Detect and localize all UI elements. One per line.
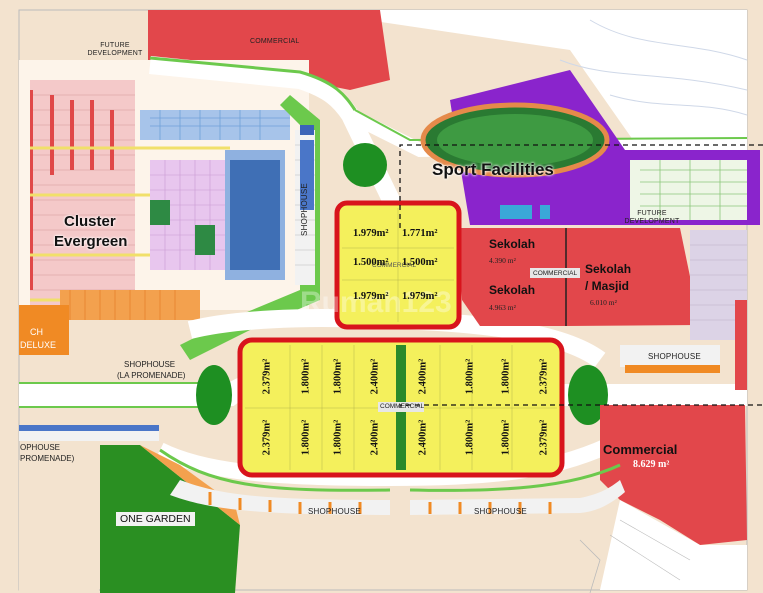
- green-island-left: [196, 365, 232, 425]
- plot-label: 1.979m²: [402, 291, 438, 302]
- shophouse-left-label: OPHOUSE: [20, 443, 61, 452]
- plot-label: 1.800m²: [332, 358, 344, 395]
- sport-facilities-label: Sport Facilities: [432, 160, 554, 179]
- plot-label: 2.400m²: [369, 419, 381, 456]
- commercial-upper-label: COMMERCIAL: [372, 262, 417, 269]
- cluster-label: Cluster: [64, 213, 116, 230]
- deluxe-label: DELUXE: [20, 340, 57, 350]
- la-promenade-label: (LA PROMENADE): [117, 371, 186, 380]
- plot-label: 1.800m²: [464, 358, 476, 395]
- watermark: Rumah123: [300, 286, 452, 319]
- ch-label: CH: [30, 327, 43, 337]
- commercial-big-zone: [600, 405, 747, 545]
- plot-label: 1.500m²: [353, 257, 389, 268]
- plot-label: 1.800m²: [300, 419, 312, 456]
- plot-label: 1.979m²: [353, 228, 389, 239]
- shophouse-bottom-label-2: SHOPHOUSE: [474, 507, 527, 516]
- cluster-name-label: Evergreen: [54, 233, 128, 250]
- sekolah-3-area: 6.010 m²: [590, 298, 617, 307]
- shophouse-bottom-label-1: SHOPHOUSE: [308, 507, 361, 516]
- cluster-evergreen-lots: [30, 80, 290, 320]
- plot-label: 1.800m²: [464, 419, 476, 456]
- sekolah-1-label: Sekolah: [489, 237, 536, 251]
- plot-label: 1.800m²: [300, 358, 312, 395]
- shophouse-promenade-label: SHOPHOUSE: [124, 360, 176, 369]
- plot-label: 2.400m²: [417, 358, 429, 395]
- sekolah-2-label: Sekolah: [489, 283, 536, 297]
- plot-label: 2.379m²: [538, 419, 550, 456]
- commercial-big-area: 8.629 m²: [633, 459, 670, 470]
- plot-label: 2.400m²: [417, 419, 429, 456]
- plot-label: 1.979m²: [353, 291, 389, 302]
- plot-label: 1.771m²: [402, 228, 438, 239]
- commercial-big-label: Commercial: [603, 442, 678, 457]
- promenade-left-label: PROMENADE): [20, 454, 75, 463]
- commercial-center-label: COMMERCIAL: [380, 403, 425, 410]
- one-garden-label: ONE GARDEN: [116, 512, 195, 526]
- plot-label: 1.800m²: [332, 419, 344, 456]
- commercial-top-label: COMMERCIAL: [250, 38, 300, 45]
- plot-label: 1.800m²: [500, 358, 512, 395]
- plot-label: 1.500m²: [402, 257, 438, 268]
- sekolah-1-area: 4.390 m²: [489, 256, 516, 265]
- sekolah-zone-left: [458, 228, 566, 326]
- future-development-label-top: FUTURE DEVELOPMENT: [87, 42, 143, 57]
- sekolah-masjid-zone: [566, 228, 700, 326]
- shophouse-vertical-label: SHOPHOUSE: [299, 183, 309, 236]
- ch-deluxe-zone: [19, 305, 69, 355]
- future-development-label-right: FUTURE DEVELOPMENT: [624, 210, 680, 225]
- masjid-label: / Masjid: [585, 279, 630, 293]
- commercial-small-label: COMMERCIAL: [533, 270, 578, 277]
- sekolah-3-label: Sekolah: [585, 262, 632, 276]
- sekolah-2-area: 4.963 m²: [489, 303, 516, 312]
- plot-label: 2.379m²: [538, 358, 550, 395]
- green-island-right: [568, 365, 608, 425]
- green-island-top: [343, 143, 387, 187]
- plot-label: 2.400m²: [369, 358, 381, 395]
- plot-label: 2.379m²: [261, 419, 273, 456]
- shophouse-right-label: SHOPHOUSE: [648, 352, 701, 361]
- plot-label: 2.379m²: [261, 358, 273, 395]
- plot-label: 1.800m²: [500, 419, 512, 456]
